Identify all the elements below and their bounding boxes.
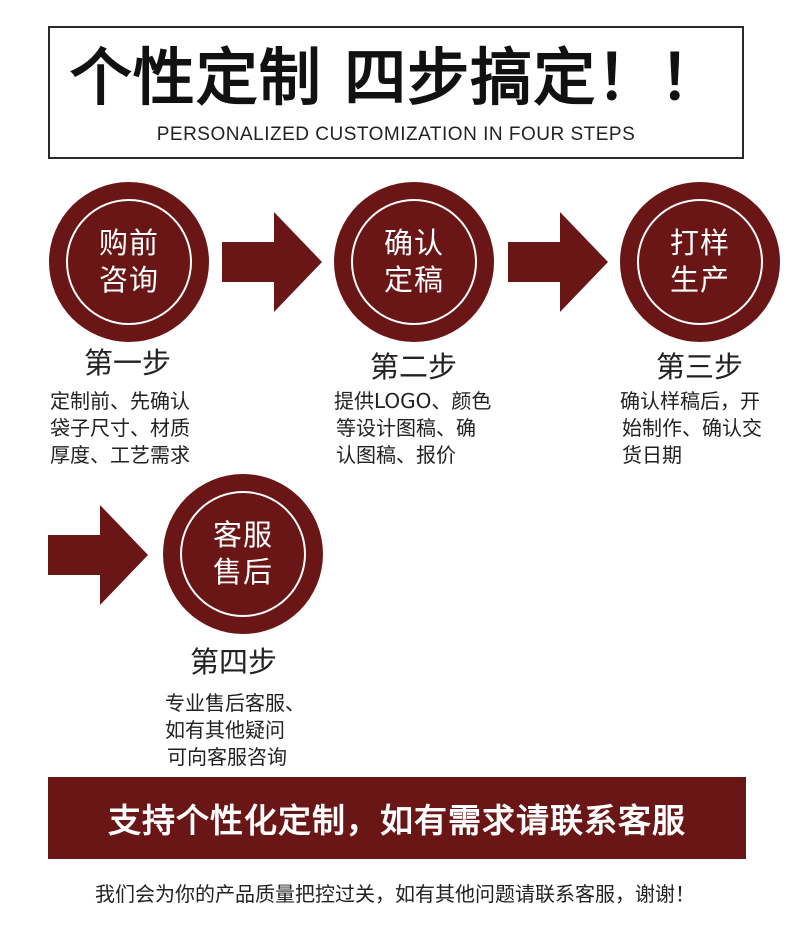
step-4-desc-line: 专业售后客服、 xyxy=(165,691,305,715)
contact-banner: 支持个性化定制，如有需求请联系客服 xyxy=(48,777,746,859)
step-3-circle-line1: 打样 xyxy=(669,226,730,260)
step-3-desc-line: 确认样稿后，开 xyxy=(620,389,760,413)
arrow-right-icon xyxy=(48,505,148,605)
step-1-circle-line2: 咨询 xyxy=(98,263,159,297)
step-1-title: 第一步 xyxy=(84,346,172,380)
step-2-circle: 确认 定稿 xyxy=(334,182,494,342)
step-3-circle: 打样 生产 xyxy=(620,182,780,342)
step-1-ring: 购前 咨询 xyxy=(66,199,192,325)
arrow-right-icon xyxy=(508,212,608,312)
step-1-circle-line1: 购前 xyxy=(98,226,159,260)
step-4-description: 专业售后客服、 如有其他疑问 可向客服咨询 xyxy=(165,690,305,771)
page-subtitle: PERSONALIZED CUSTOMIZATION IN FOUR STEPS xyxy=(156,124,636,145)
step-4-desc-line: 如有其他疑问 xyxy=(165,718,285,742)
step-4-circle: 客服 售后 xyxy=(163,474,323,634)
step-2-title: 第二步 xyxy=(370,350,458,384)
banner-text: 支持个性化定制，如有需求请联系客服 xyxy=(108,801,686,840)
step-1-desc-line: 定制前、先确认 xyxy=(50,389,190,413)
step-2-desc-line: 等设计图稿、确 xyxy=(336,416,476,440)
step-4-circle-line2: 售后 xyxy=(212,555,273,589)
step-2-desc-line: 提供LOGO、颜色 xyxy=(334,389,492,413)
step-4-desc-line: 可向客服咨询 xyxy=(167,745,287,769)
step-3-circle-line2: 生产 xyxy=(669,263,730,297)
step-2-ring: 确认 定稿 xyxy=(351,199,477,325)
step-2-description: 提供LOGO、颜色 等设计图稿、确 认图稿、报价 xyxy=(334,388,491,469)
step-2-desc-line: 认图稿、报价 xyxy=(336,443,456,467)
header-box: 个性定制 四步搞定！！ PERSONALIZED CUSTOMIZATION I… xyxy=(48,26,744,159)
step-1-desc-line: 厚度、工艺需求 xyxy=(50,443,190,467)
step-3-desc-line: 始制作、确认交 xyxy=(622,416,762,440)
step-2-circle-line2: 定稿 xyxy=(383,263,444,297)
step-3-desc-line: 货日期 xyxy=(622,443,682,467)
step-3-title: 第三步 xyxy=(656,350,744,384)
step-4-title: 第四步 xyxy=(190,645,278,679)
step-2-circle-line1: 确认 xyxy=(383,226,444,260)
step-3-description: 确认样稿后，开 始制作、确认交 货日期 xyxy=(620,388,762,469)
step-1-desc-line: 袋子尺寸、材质 xyxy=(50,416,190,440)
footer-note: 我们会为你的产品质量把控过关，如有其他问题请联系客服，谢谢！ xyxy=(95,882,695,906)
step-4-circle-line1: 客服 xyxy=(212,518,273,552)
step-3-ring: 打样 生产 xyxy=(637,199,763,325)
arrow-right-icon xyxy=(222,212,322,312)
step-1-description: 定制前、先确认 袋子尺寸、材质 厚度、工艺需求 xyxy=(50,388,190,469)
step-1-circle: 购前 咨询 xyxy=(49,182,209,342)
page-title: 个性定制 四步搞定！！ xyxy=(69,41,723,114)
step-4-ring: 客服 售后 xyxy=(180,491,306,617)
